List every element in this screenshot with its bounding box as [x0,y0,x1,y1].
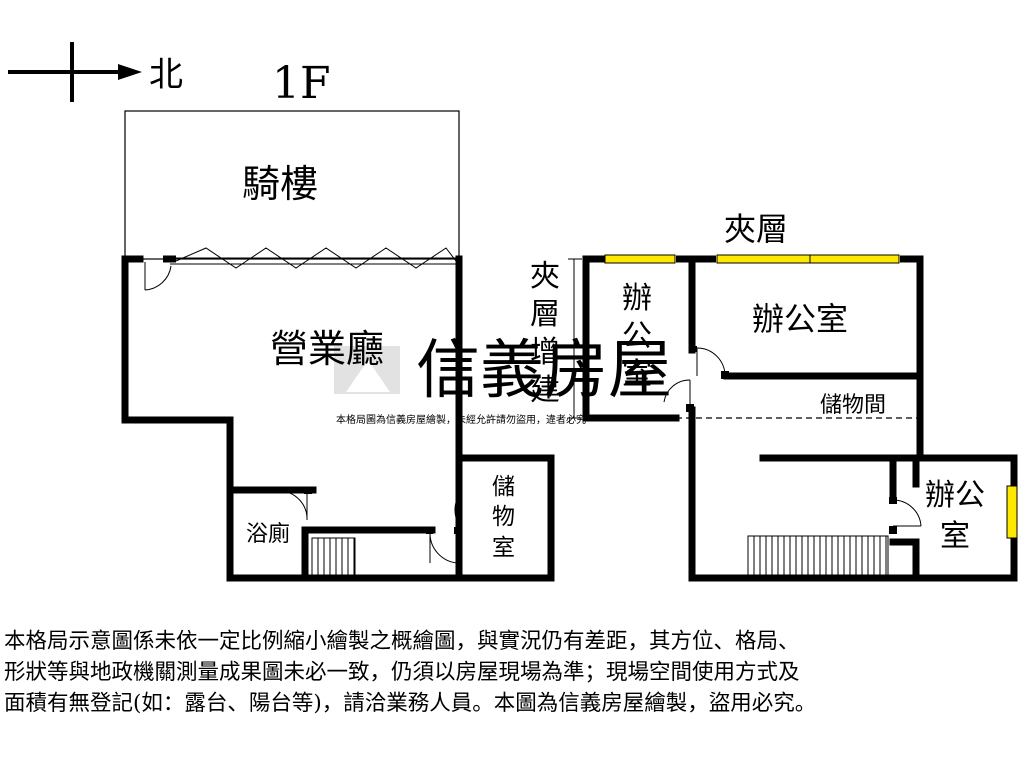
window-small-office [604,254,676,264]
north-arrow-icon [8,42,142,102]
storage-room-label: 儲 物 室 [492,474,515,561]
extension-dimension-line [568,258,582,419]
disclaimer: 本格局示意圖係未依一定比例縮小繪製之概繪圖，與實況仍有差距，其方位、格局、 形狀… [4,626,1020,719]
mezzanine-title: 夾層 [724,210,788,248]
disclaimer-line: 面積有無登記(如：露台、陽台等)，請洽業務人員。本圖為信義房屋繪製，盜用必究。 [4,691,817,716]
main-office-door [689,346,729,379]
business-hall-label: 營業廳 [270,327,384,371]
svg-text:增: 增 [530,335,560,370]
small-office-door [663,379,694,412]
mezzanine-extension-label: 夾 層 增 建 [530,259,560,408]
north-label: 北 [149,55,183,95]
right-office-door [889,497,922,534]
office-right-label: 辦公 室 [925,478,985,554]
svg-text:層: 層 [530,297,560,332]
arcade-area [124,110,460,260]
svg-text:辦: 辦 [622,281,652,316]
storage-space-label: 儲物間 [820,393,886,418]
stairs-left [311,537,356,576]
floor-label: 1F [272,58,331,109]
arcade-label: 騎樓 [242,162,318,206]
svg-text:辦公: 辦公 [925,478,985,513]
svg-text:室: 室 [940,519,970,554]
stairs-right [747,535,889,576]
disclaimer-line: 本格局示意圖係未依一定比例縮小繪製之概繪圖，與實況仍有差距，其方位、格局、 [4,629,800,654]
svg-text:夾: 夾 [530,259,560,294]
disclaimer-line: 形狀等與地政機關測量成果圖未必一致，仍須以房屋現場為準；現場空間使用方式及 [4,660,800,685]
ground-floor-walls [121,255,555,582]
window-right-office [1006,485,1018,539]
svg-text:室: 室 [492,535,515,561]
bathroom-label: 浴廁 [246,522,290,547]
svg-text:公: 公 [622,319,652,354]
entrance-door [144,262,172,291]
corridor-door [426,527,461,564]
bathroom-door [279,487,312,521]
svg-text:建: 建 [530,373,560,408]
office-main-label: 辦公室 [752,300,848,338]
storefront-folding-door [170,247,458,269]
storage-door [454,494,460,526]
brand-logo-icon [334,346,400,394]
office-small-label: 辦 公 室 [622,281,652,392]
svg-text:物: 物 [492,504,515,530]
svg-text:室: 室 [622,357,652,392]
window-main-office [716,254,900,264]
svg-text:儲: 儲 [492,474,515,500]
